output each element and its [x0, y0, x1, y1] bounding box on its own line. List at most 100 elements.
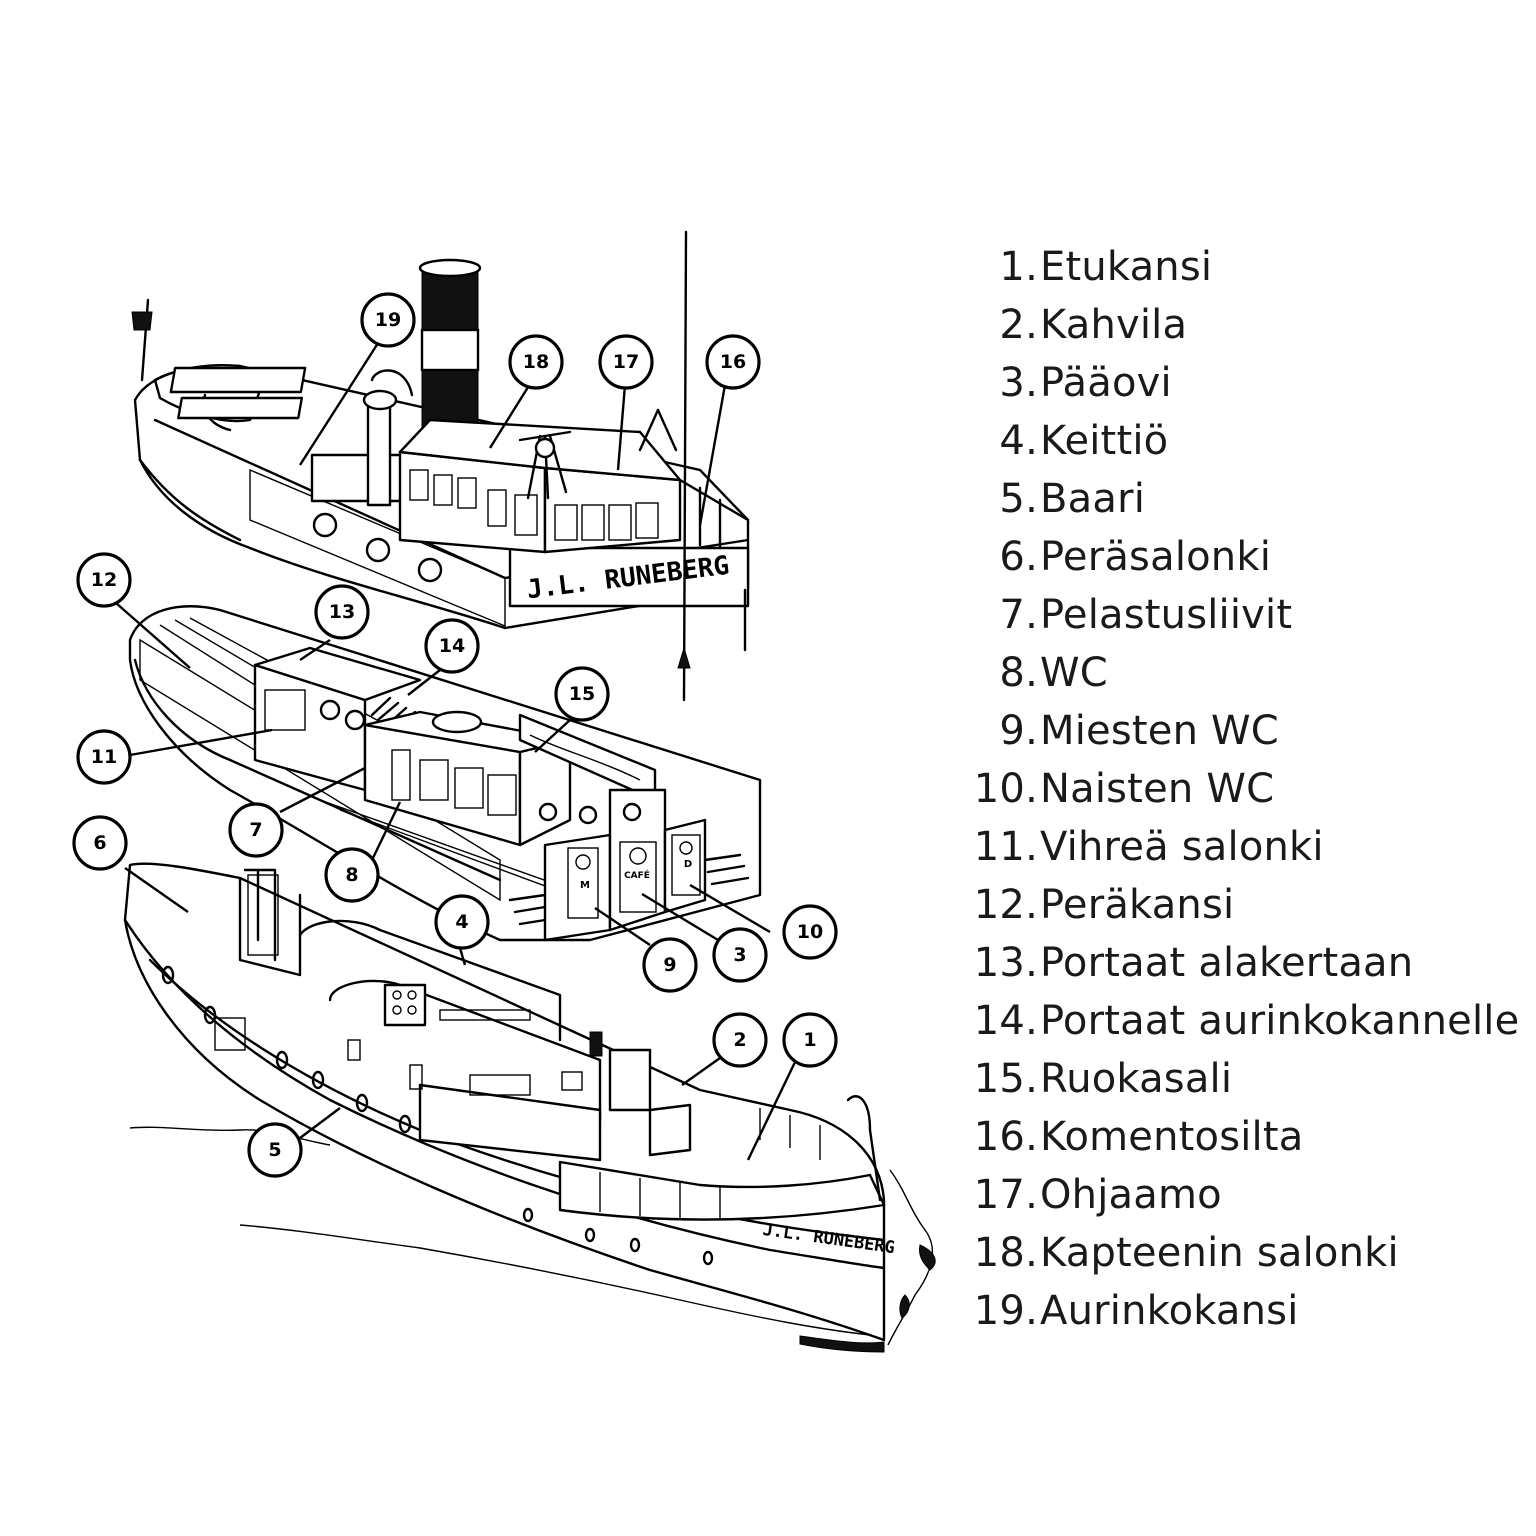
legend-number: 7. — [999, 592, 1038, 638]
legend-number: 14. — [973, 998, 1038, 1044]
legend-number: 5. — [999, 476, 1038, 522]
svg-text:18: 18 — [523, 351, 549, 373]
legend-number: 8. — [999, 650, 1038, 696]
legend-label: Peräsalonki — [1040, 534, 1272, 580]
callout-19: 19 — [360, 292, 416, 348]
legend-item: 11.Vihreä salonki — [968, 818, 1528, 876]
svg-text:4: 4 — [455, 911, 468, 933]
lower-hull-drawing: J.L. RUNEBERG — [123, 862, 936, 1353]
legend-item: 19.Aurinkokansi — [968, 1282, 1528, 1340]
legend-number: 2. — [999, 302, 1038, 348]
callout-7: 7 — [228, 802, 284, 858]
legend-label: Vihreä salonki — [1040, 824, 1324, 870]
legend-item: 14.Portaat aurinkokannelle — [968, 992, 1528, 1050]
legend-number: 3. — [999, 360, 1038, 406]
callout-18: 18 — [508, 334, 564, 390]
legend-number: 1. — [999, 244, 1038, 290]
svg-text:11: 11 — [91, 746, 117, 768]
door-label-d: D — [684, 859, 692, 870]
legend-item: 18.Kapteenin salonki — [968, 1224, 1528, 1282]
legend-label: Ruokasali — [1040, 1056, 1233, 1102]
svg-text:15: 15 — [569, 683, 595, 705]
svg-text:9: 9 — [663, 954, 676, 976]
legend-label: Peräkansi — [1040, 882, 1235, 928]
legend-item: 4.Keittiö — [968, 412, 1528, 470]
legend-item: 16.Komentosilta — [968, 1108, 1528, 1166]
callout-5: 5 — [247, 1122, 303, 1178]
legend-label: Kahvila — [1040, 302, 1188, 348]
svg-text:16: 16 — [720, 351, 746, 373]
legend-item: 1.Etukansi — [968, 238, 1528, 296]
svg-text:3: 3 — [733, 944, 746, 966]
legend-item: 17.Ohjaamo — [968, 1166, 1528, 1224]
callout-13: 13 — [314, 584, 370, 640]
callout-10: 10 — [782, 904, 838, 960]
mens-wc-door — [567, 847, 599, 919]
svg-text:5: 5 — [268, 1139, 281, 1161]
callout-11: 11 — [76, 729, 132, 785]
legend-label: Kapteenin salonki — [1040, 1230, 1399, 1276]
cafe-door — [619, 841, 657, 913]
legend-number: 12. — [973, 882, 1038, 928]
legend-item: 10.Naisten WC — [968, 760, 1528, 818]
callout-12: 12 — [76, 552, 132, 608]
legend-label: Naisten WC — [1040, 766, 1275, 812]
legend-item: 2.Kahvila — [968, 296, 1528, 354]
legend-label: Portaat alakertaan — [1040, 940, 1414, 986]
callout-14: 14 — [424, 618, 480, 674]
legend-item: 6.Peräsalonki — [968, 528, 1528, 586]
callout-6: 6 — [72, 815, 128, 871]
svg-text:14: 14 — [439, 635, 465, 657]
callout-17: 17 — [598, 334, 654, 390]
svg-text:7: 7 — [249, 819, 262, 841]
svg-text:1: 1 — [803, 1029, 816, 1051]
legend-number: 6. — [999, 534, 1038, 580]
svg-text:2: 2 — [733, 1029, 746, 1051]
legend-number: 10. — [973, 766, 1038, 812]
upper-deck-drawing: J.L. RUNEBERG — [131, 230, 750, 702]
callout-16: 16 — [705, 334, 761, 390]
legend-number: 4. — [999, 418, 1038, 464]
callout-9: 9 — [642, 937, 698, 993]
name-board — [508, 546, 750, 608]
callout-1: 1 — [782, 1012, 838, 1068]
legend-item: 15.Ruokasali — [968, 1050, 1528, 1108]
womens-wc-door — [671, 834, 701, 896]
legend-number: 15. — [973, 1056, 1038, 1102]
legend-label: Baari — [1040, 476, 1146, 522]
legend-label: Komentosilta — [1040, 1114, 1304, 1160]
door-label-cafe: CAFÉ — [624, 869, 650, 881]
callout-15: 15 — [554, 666, 610, 722]
callout-3: 3 — [712, 927, 768, 983]
legend-item: 5.Baari — [968, 470, 1528, 528]
legend-item: 7.Pelastusliivit — [968, 586, 1528, 644]
legend-label: Keittiö — [1040, 418, 1169, 464]
legend-item: 13.Portaat alakertaan — [968, 934, 1528, 992]
legend-number: 17. — [973, 1172, 1038, 1218]
legend-label: Pelastusliivit — [1040, 592, 1293, 638]
svg-text:13: 13 — [329, 601, 355, 623]
svg-text:8: 8 — [345, 864, 358, 886]
callout-8: 8 — [324, 847, 380, 903]
svg-text:17: 17 — [613, 351, 639, 373]
legend-label: Pääovi — [1040, 360, 1172, 406]
callout-2: 2 — [712, 1012, 768, 1068]
svg-text:6: 6 — [93, 832, 106, 854]
callout-4: 4 — [434, 894, 490, 950]
legend-number: 18. — [973, 1230, 1038, 1276]
svg-text:10: 10 — [797, 921, 823, 943]
legend-label: Aurinkokansi — [1040, 1288, 1299, 1334]
svg-text:19: 19 — [375, 309, 401, 331]
leader-lines — [115, 339, 798, 1161]
legend-item: 12.Peräkansi — [968, 876, 1528, 934]
legend-label: Miesten WC — [1040, 708, 1279, 754]
legend-label: Portaat aurinkokannelle — [1040, 998, 1520, 1044]
legend-item: 9.Miesten WC — [968, 702, 1528, 760]
legend-item: 3.Pääovi — [968, 354, 1528, 412]
legend-label: Ohjaamo — [1040, 1172, 1222, 1218]
legend-label: Etukansi — [1040, 244, 1213, 290]
legend-item: 8.WC — [968, 644, 1528, 702]
legend-number: 11. — [973, 824, 1038, 870]
